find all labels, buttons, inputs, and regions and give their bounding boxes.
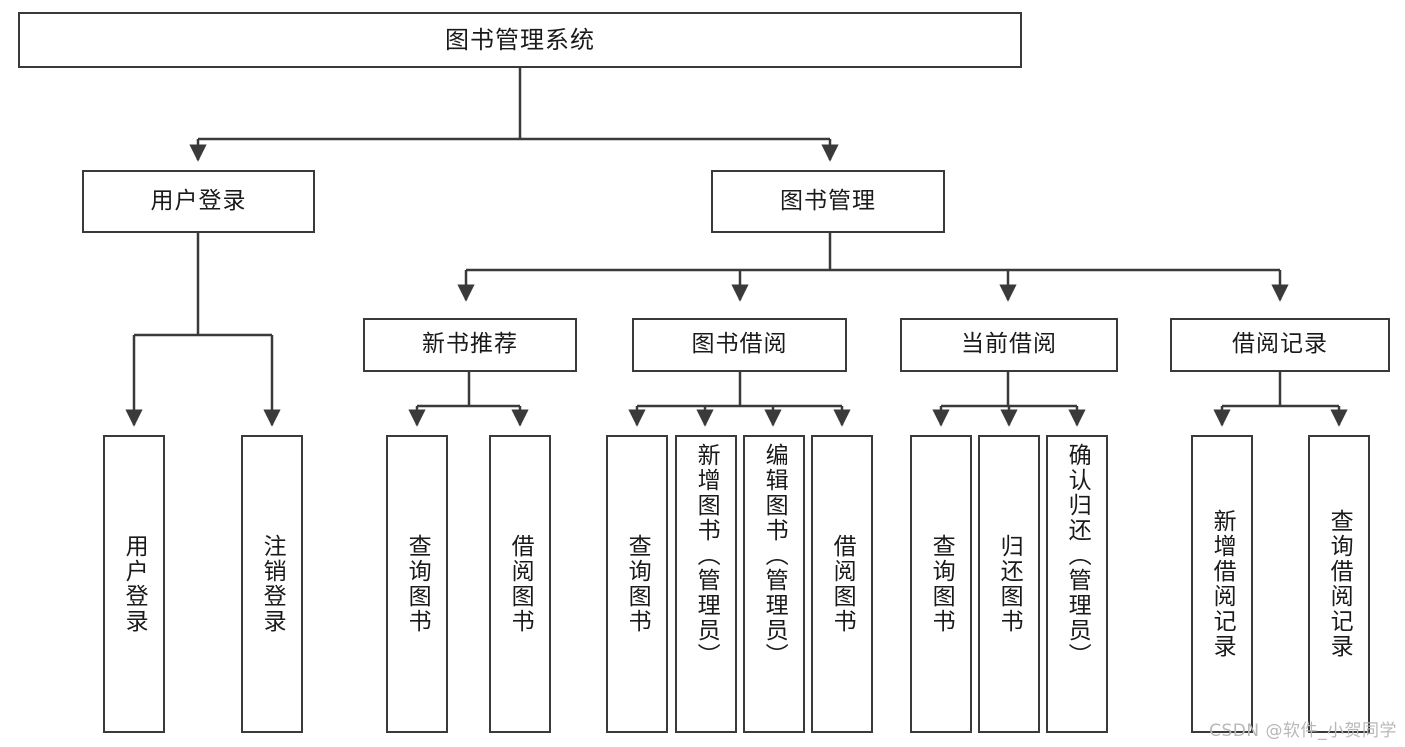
leaf-borrow-record-add-label: 新增借阅记录 bbox=[1209, 509, 1236, 659]
leaf-book-borrow-add-label: 新增图书（管理员） bbox=[693, 443, 720, 668]
node-book-borrow-label: 图书借阅 bbox=[691, 331, 788, 358]
leaf-current-borrow-query-label: 查询图书 bbox=[928, 534, 955, 634]
node-borrow-record-label: 借阅记录 bbox=[1232, 331, 1328, 358]
leaf-book-borrow-query[interactable]: 查询图书 bbox=[606, 435, 668, 733]
node-new-book-recommend-label: 新书推荐 bbox=[422, 331, 518, 358]
node-book-borrow[interactable]: 图书借阅 bbox=[632, 318, 847, 372]
leaf-current-borrow-confirm[interactable]: 确认归还（管理员） bbox=[1046, 435, 1108, 733]
leaf-new-book-borrow[interactable]: 借阅图书 bbox=[489, 435, 551, 733]
node-current-borrow-label: 当前借阅 bbox=[961, 331, 1057, 358]
leaf-book-borrow-edit[interactable]: 编辑图书（管理员） bbox=[743, 435, 805, 733]
leaf-current-borrow-confirm-label: 确认归还（管理员） bbox=[1064, 443, 1091, 668]
node-book-management-label: 图书管理 bbox=[780, 187, 876, 214]
leaf-current-borrow-return[interactable]: 归还图书 bbox=[978, 435, 1040, 733]
leaf-new-book-query-label: 查询图书 bbox=[404, 534, 431, 634]
node-root-label: 图书管理系统 bbox=[445, 25, 595, 54]
leaf-user-login-login[interactable]: 用户登录 bbox=[103, 435, 165, 733]
node-book-management[interactable]: 图书管理 bbox=[711, 170, 945, 233]
node-user-login-label: 用户登录 bbox=[150, 187, 247, 214]
node-current-borrow[interactable]: 当前借阅 bbox=[900, 318, 1118, 372]
leaf-new-book-borrow-label: 借阅图书 bbox=[507, 534, 534, 634]
leaf-book-borrow-borrow[interactable]: 借阅图书 bbox=[811, 435, 873, 733]
node-new-book-recommend[interactable]: 新书推荐 bbox=[363, 318, 577, 372]
leaf-current-borrow-query[interactable]: 查询图书 bbox=[910, 435, 972, 733]
leaf-book-borrow-query-label: 查询图书 bbox=[624, 534, 651, 634]
leaf-borrow-record-query[interactable]: 查询借阅记录 bbox=[1308, 435, 1370, 733]
leaf-user-login-logout-label: 注销登录 bbox=[259, 534, 286, 634]
watermark: CSDN @软件_小贺同学 bbox=[1209, 721, 1397, 741]
node-user-login[interactable]: 用户登录 bbox=[82, 170, 315, 233]
leaf-book-borrow-add[interactable]: 新增图书（管理员） bbox=[675, 435, 737, 733]
leaf-user-login-logout[interactable]: 注销登录 bbox=[241, 435, 303, 733]
node-borrow-record[interactable]: 借阅记录 bbox=[1170, 318, 1390, 372]
leaf-book-borrow-borrow-label: 借阅图书 bbox=[829, 534, 856, 634]
leaf-new-book-query[interactable]: 查询图书 bbox=[386, 435, 448, 733]
node-root-library-system[interactable]: 图书管理系统 bbox=[18, 12, 1022, 68]
leaf-borrow-record-query-label: 查询借阅记录 bbox=[1326, 509, 1353, 659]
leaf-borrow-record-add[interactable]: 新增借阅记录 bbox=[1191, 435, 1253, 733]
leaf-current-borrow-return-label: 归还图书 bbox=[996, 534, 1023, 634]
leaf-book-borrow-edit-label: 编辑图书（管理员） bbox=[761, 443, 788, 668]
leaf-user-login-login-label: 用户登录 bbox=[121, 534, 148, 634]
